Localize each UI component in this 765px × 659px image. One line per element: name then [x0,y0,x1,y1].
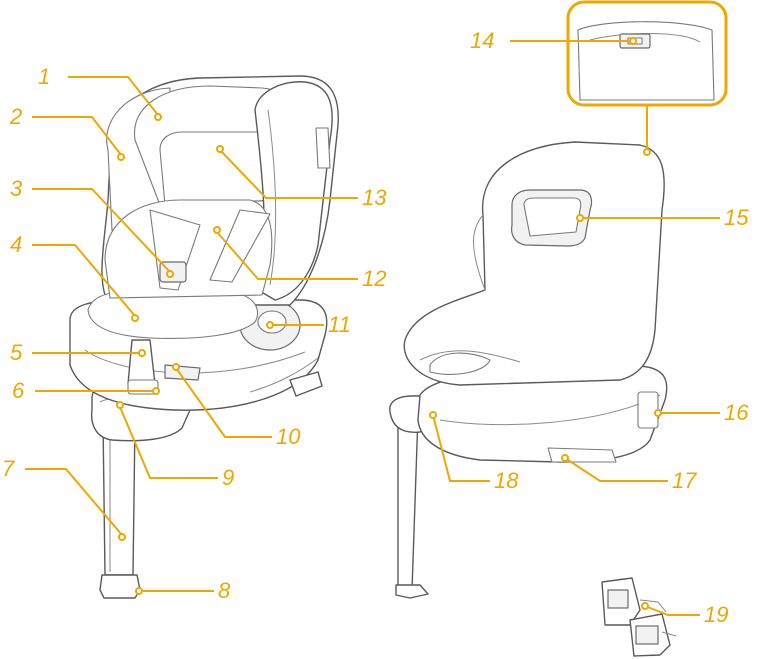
inset-14 [568,2,726,155]
label-7: 7 [2,456,15,481]
support-leg [103,420,135,575]
label-17: 17 [672,468,697,493]
isofix-guides [602,578,676,656]
label-14: 14 [470,28,494,53]
label-10: 10 [276,424,301,449]
label-18: 18 [494,468,519,493]
label-11: 11 [328,312,351,337]
label-12: 12 [362,266,386,291]
label-6: 6 [12,378,25,403]
support-leg-foot [100,575,140,598]
rear-shell [404,142,664,385]
label-9: 9 [222,465,234,490]
label-8: 8 [218,578,231,603]
label-13: 13 [362,185,387,210]
label-3: 3 [10,176,23,201]
label-4: 4 [10,232,22,257]
label-19: 19 [704,602,728,627]
label-1: 1 [38,64,50,89]
label-2: 2 [9,104,22,129]
back-view-seat [390,142,667,598]
label-5: 5 [10,340,23,365]
label-16: 16 [724,400,749,425]
label-15: 15 [724,205,749,230]
